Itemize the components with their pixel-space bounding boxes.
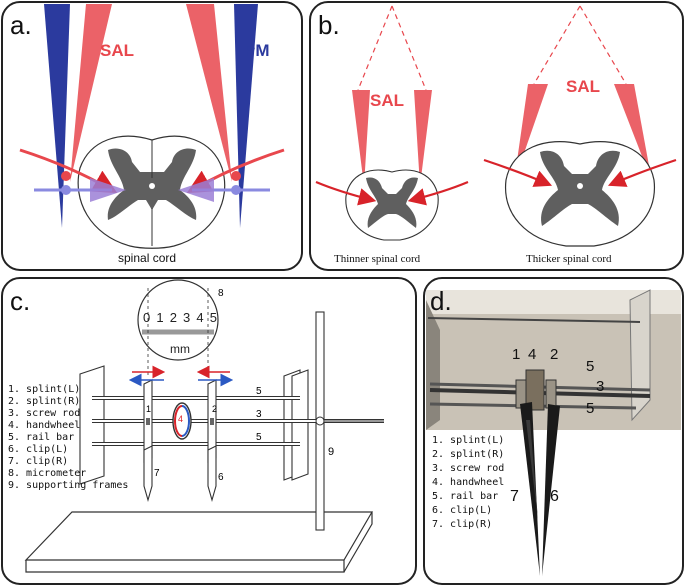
legend-item: 7. clip(R) xyxy=(8,456,69,467)
panel-a: a. SAL PM spinal cord xyxy=(1,1,303,271)
photo-callout-1: 1 xyxy=(512,346,521,363)
legend-item: 4. handwheel xyxy=(432,477,505,488)
sal-needle-right xyxy=(186,4,232,182)
micrometer-scale: 0 1 2 3 4 5 xyxy=(143,310,217,325)
callout-wheel: 4 xyxy=(178,414,184,424)
callout-rail-top: 5 xyxy=(256,386,262,397)
legend-item: 5. rail bar xyxy=(8,432,75,443)
right-plate-2 xyxy=(291,369,309,481)
micrometer-tick: 3 xyxy=(183,310,191,325)
clip-right-blade xyxy=(207,445,217,503)
micrometer-unit: mm xyxy=(170,342,190,356)
photo-callout-4: 4 xyxy=(528,346,537,363)
legend-item: 4. handwheel xyxy=(8,420,81,431)
handwheel xyxy=(172,402,192,440)
pm-arrow-right xyxy=(178,178,214,202)
panel-d: d. xyxy=(423,277,684,585)
callout-frame: 9 xyxy=(328,446,335,458)
legend-item: 1. splint(L) xyxy=(8,384,81,395)
panel-b-letter: b. xyxy=(318,10,340,40)
legend-item: 1. splint(L) xyxy=(432,435,505,446)
callout-micrometer: 8 xyxy=(218,288,224,299)
thin-arc-left xyxy=(315,180,377,206)
photo-callout-6: 6 xyxy=(550,488,559,505)
sal-needle-left xyxy=(70,4,112,182)
panel-b: b. SAL SAL Thinner spinal cord Thicker s… xyxy=(309,1,684,271)
legend-item: 3. screw rod xyxy=(8,408,81,419)
callout-clip-r: 6 xyxy=(218,472,224,483)
thick-arc-right xyxy=(607,158,677,187)
photo-clip-left xyxy=(520,402,540,576)
pm-needle-right xyxy=(234,4,258,228)
panel-d-letter: d. xyxy=(430,286,452,316)
photo-callout-3: 3 xyxy=(596,378,605,395)
photo-callout-5a: 5 xyxy=(586,358,595,375)
panel-a-cord-label: spinal cord xyxy=(118,251,176,265)
legend-item: 2. splint(R) xyxy=(8,396,81,407)
micrometer-tick: 2 xyxy=(169,310,177,325)
micrometer-tick: 5 xyxy=(209,310,217,325)
panel-a-pm-label: PM xyxy=(244,41,270,60)
photo-callout-2: 2 xyxy=(550,346,559,363)
panel-b-thin-label: Thinner spinal cord xyxy=(334,253,421,265)
panel-b-sal-left: SAL xyxy=(370,91,404,110)
clip-left-blade xyxy=(143,445,153,503)
callout-splint-l: 1 xyxy=(146,404,152,414)
left-plate xyxy=(79,365,105,485)
panel-c: c. xyxy=(1,277,417,585)
legend-item: 6. clip(L) xyxy=(8,444,69,455)
photo-callout-5b: 5 xyxy=(586,400,595,417)
legend-item: 7. clip(R) xyxy=(432,519,493,530)
panel-c-legend: 1. splint(L) 2. splint(R) 3. screw rod 4… xyxy=(8,384,128,492)
panel-a-letter: a. xyxy=(10,10,32,40)
thin-arc-right xyxy=(407,180,469,206)
pm-arrow-left xyxy=(90,178,126,202)
legend-item: 8. micrometer xyxy=(8,468,87,479)
thin-sal-left xyxy=(352,90,370,186)
thin-sal-right xyxy=(414,90,432,186)
legend-item: 6. clip(L) xyxy=(432,505,493,516)
panel-c-letter: c. xyxy=(10,286,30,316)
legend-item: 9. supporting frames xyxy=(8,480,129,491)
micrometer-tick: 0 xyxy=(143,310,151,325)
legend-item: 2. splint(R) xyxy=(432,449,505,460)
callout-screw: 3 xyxy=(256,409,262,420)
thick-arc-left xyxy=(483,158,553,187)
photo-clip-right xyxy=(542,404,560,576)
panel-b-sal-right: SAL xyxy=(566,77,600,96)
micrometer-tick: 4 xyxy=(196,310,204,325)
callout-clip-l: 7 xyxy=(154,468,160,479)
micrometer-tick: 1 xyxy=(156,310,164,325)
callout-rail-bottom: 5 xyxy=(256,432,262,443)
thin-grey-matter xyxy=(366,177,418,228)
micrometer xyxy=(137,279,219,361)
photo-rail-top xyxy=(427,317,641,323)
panel-a-sal-label: SAL xyxy=(100,41,134,60)
photo-callout-7: 7 xyxy=(510,488,519,505)
callout-splint-r: 2 xyxy=(212,404,218,414)
legend-item: 5. rail bar xyxy=(432,491,499,502)
panel-d-legend: 1. splint(L) 2. splint(R) 3. screw rod 4… xyxy=(432,434,504,532)
legend-item: 3. screw rod xyxy=(432,463,505,474)
panel-b-thick-label: Thicker spinal cord xyxy=(526,253,612,265)
